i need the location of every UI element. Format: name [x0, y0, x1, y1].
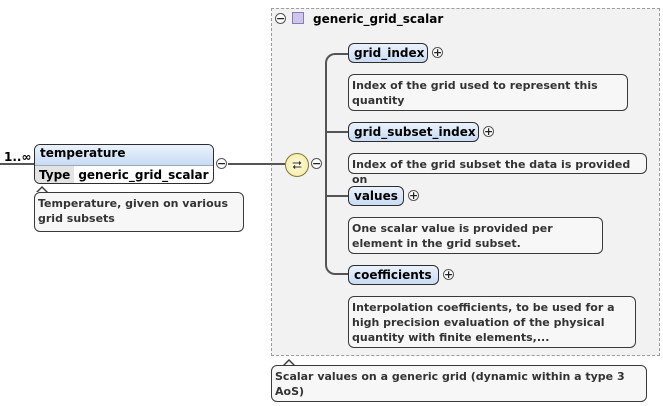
- branch-grid-index: [325, 53, 349, 65]
- incoming-connector: [0, 163, 34, 165]
- type-value: generic_grid_scalar: [78, 168, 209, 182]
- complex-type-doc: Scalar values on a generic grid (dynamic…: [271, 365, 647, 402]
- sequence-collapse-icon[interactable]: −: [311, 157, 322, 170]
- element-grid-index[interactable]: grid_index: [348, 43, 428, 63]
- branch-coefficients: [325, 263, 349, 275]
- sequence-connector: [228, 163, 285, 165]
- grid-subset-index-doc: Index of the grid subset the data is pro…: [348, 153, 647, 186]
- element-type-row: Type generic_grid_scalar: [35, 166, 213, 183]
- type-label: Type: [35, 166, 75, 183]
- sequence-compositor-icon[interactable]: ⮂: [285, 153, 309, 177]
- complex-type-icon: [292, 12, 304, 24]
- element-temperature[interactable]: temperature Type generic_grid_scalar: [34, 144, 214, 184]
- coefficients-expand-icon[interactable]: +: [443, 268, 454, 281]
- element-doc: Temperature, given on various grid subse…: [34, 192, 244, 232]
- complex-type-name: generic_grid_scalar: [313, 12, 444, 26]
- element-coefficients[interactable]: coefficients: [348, 265, 439, 285]
- type-collapse-icon[interactable]: −: [275, 12, 286, 25]
- values-doc: One scalar value is provided per element…: [348, 217, 603, 254]
- element-temperature-name: temperature: [35, 145, 213, 166]
- type-doc-tail-inner: [284, 361, 294, 366]
- branch-grid-subset-index: [325, 131, 349, 133]
- grid-index-doc: Index of the grid used to represent this…: [348, 74, 628, 111]
- doc-tail-inner: [37, 188, 47, 193]
- cardinality-label: 1..∞: [4, 150, 32, 164]
- spine-bottom: [325, 164, 327, 264]
- branch-values: [325, 195, 349, 197]
- grid-index-expand-icon[interactable]: +: [432, 46, 443, 59]
- coefficients-doc: Interpolation coefficients, to be used f…: [348, 296, 636, 348]
- values-expand-icon[interactable]: +: [408, 189, 419, 202]
- spine-top: [325, 64, 327, 164]
- element-collapse-icon[interactable]: −: [216, 157, 227, 170]
- grid-subset-index-expand-icon[interactable]: +: [483, 125, 494, 138]
- element-values[interactable]: values: [348, 186, 404, 206]
- element-grid-subset-index[interactable]: grid_subset_index: [348, 122, 479, 142]
